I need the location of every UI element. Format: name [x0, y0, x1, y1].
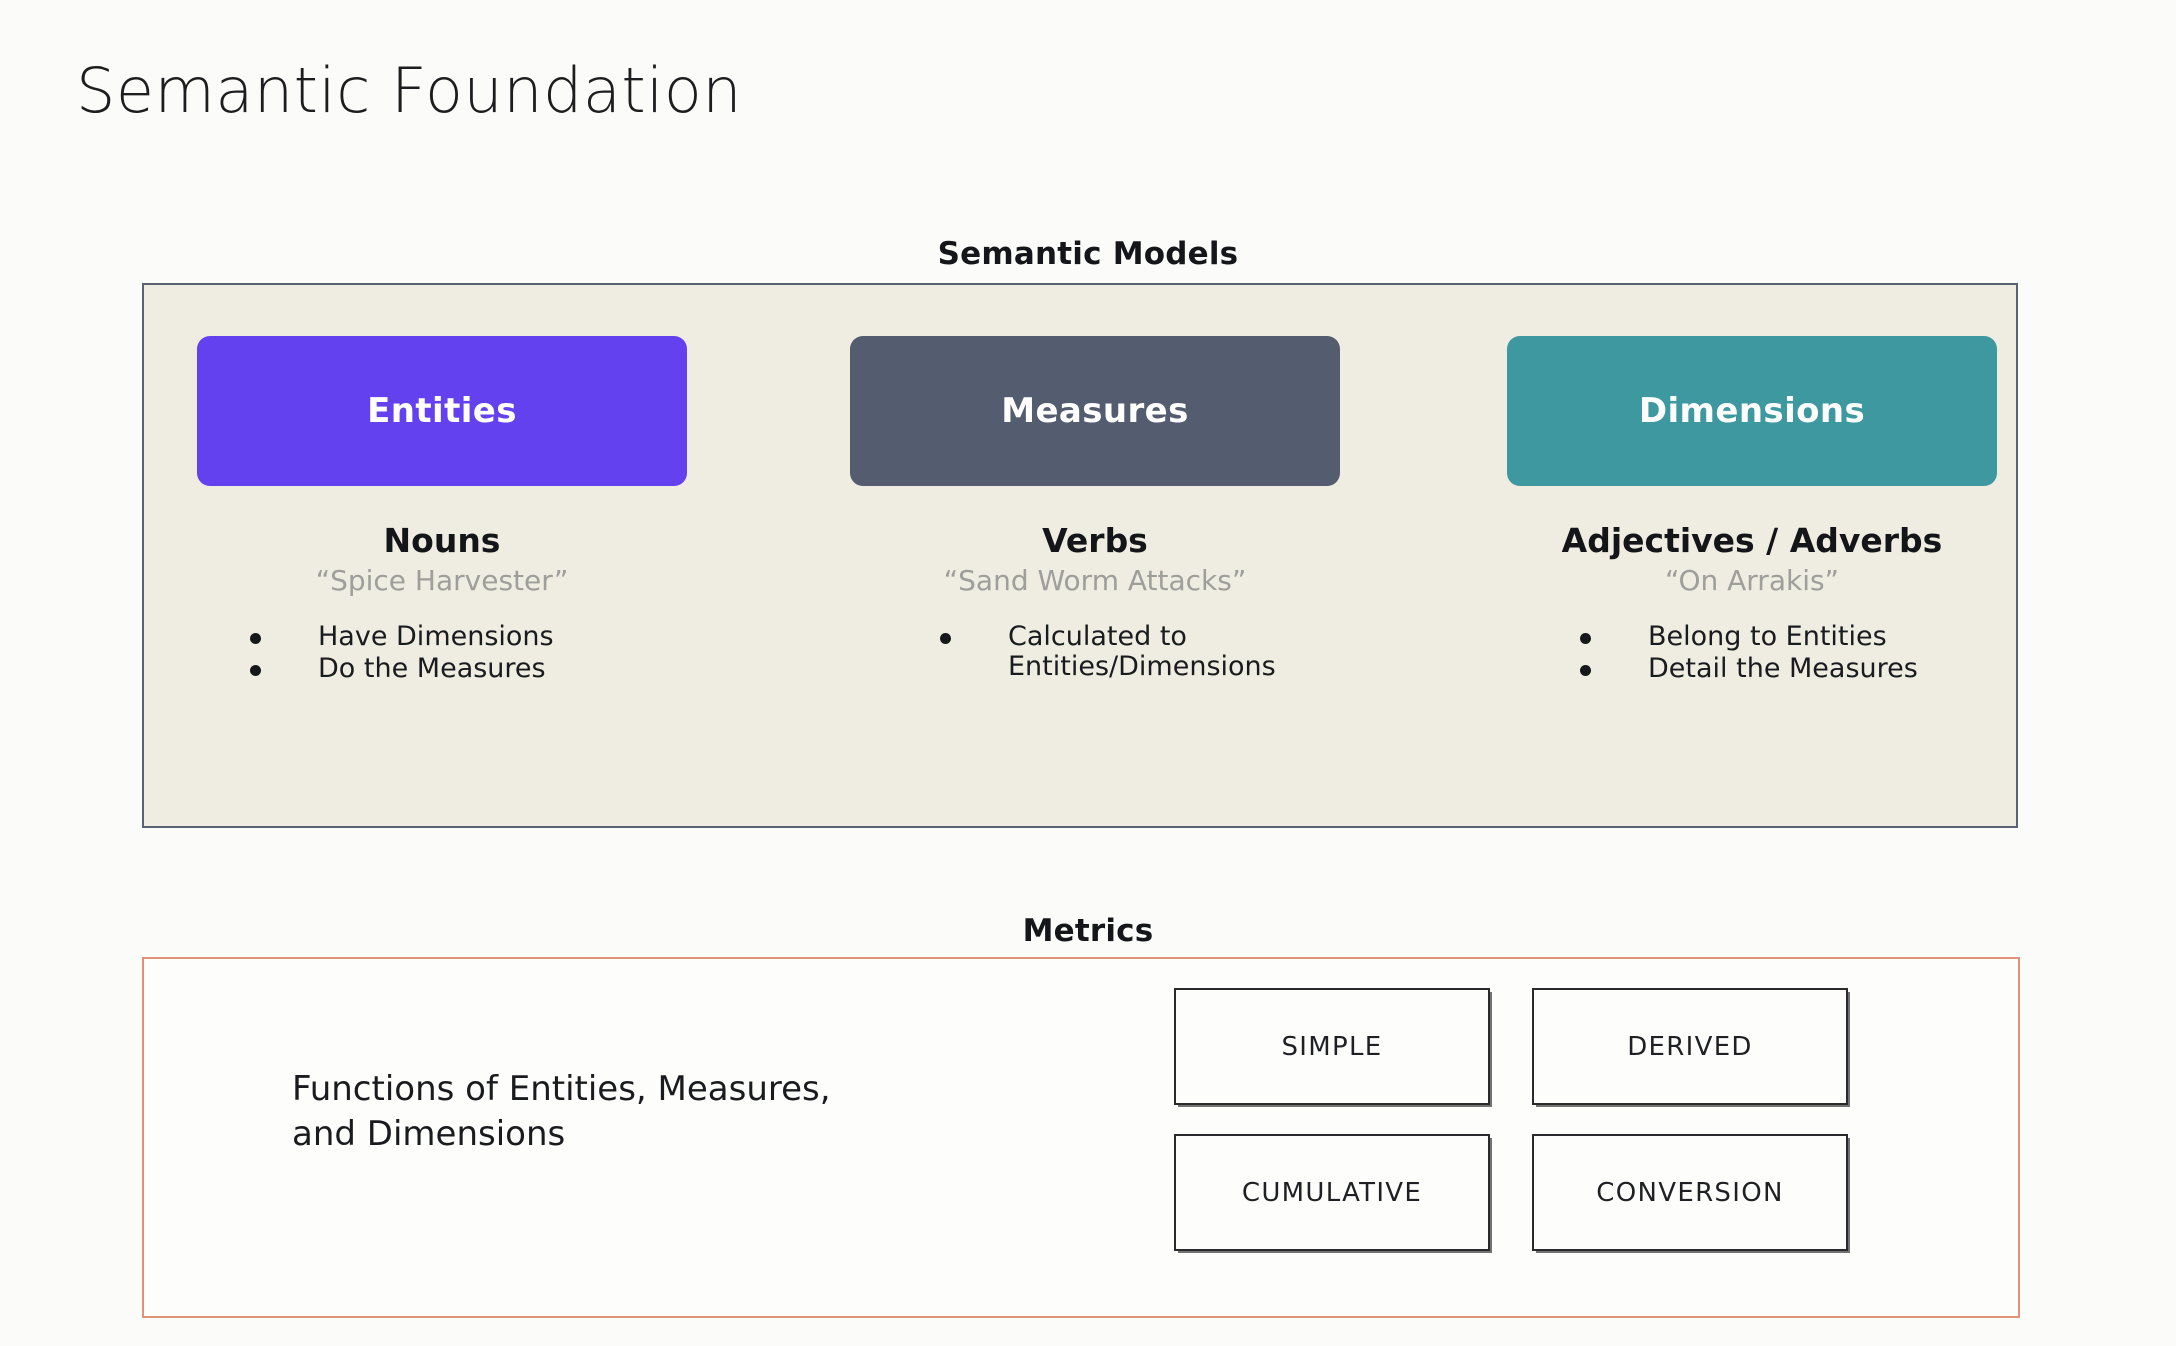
semantic-model-cards: Entities Measures Dimensions [144, 336, 2016, 486]
dimensions-bullet-list: Belong to Entities Detail the Measures [1472, 620, 2032, 685]
dimensions-part-of-speech: Adjectives / Adverbs [1561, 521, 1943, 560]
metric-box-cumulative[interactable]: CUMULATIVE [1174, 1134, 1490, 1251]
list-item: Have Dimensions [250, 620, 722, 653]
dimensions-bullet-0: Belong to Entities [1648, 620, 1887, 652]
metric-box-cumulative-label: CUMULATIVE [1241, 1177, 1423, 1208]
metric-box-derived[interactable]: DERIVED [1532, 988, 1848, 1105]
metrics-heading: Metrics [1022, 913, 1154, 949]
list-item: Belong to Entities [1580, 620, 2032, 653]
metrics-description: Functions of Entities, Measures, and Dim… [292, 1069, 831, 1155]
description-column-dimensions: Adjectives / Adverbs “On Arrakis” Belong… [1472, 521, 2032, 687]
semantic-models-panel: Entities Measures Dimensions Nouns “Spic… [142, 283, 2018, 828]
measures-example: “Sand Worm Attacks” [943, 563, 1247, 597]
bullet-dot-icon [1580, 632, 1591, 644]
dimensions-bullet-1: Detail the Measures [1648, 653, 1918, 685]
measures-bullet-0: Calculated to Entities/Dimensions [1008, 620, 1276, 683]
description-column-measures: Verbs “Sand Worm Attacks” Calculated to … [815, 521, 1375, 685]
entities-example: “Spice Harvester” [315, 563, 569, 597]
metric-box-derived-label: DERIVED [1627, 1031, 1753, 1062]
measures-part-of-speech: Verbs [1042, 521, 1148, 560]
list-item: Calculated to Entities/Dimensions [940, 620, 1375, 683]
page-title: Semantic Foundation [76, 54, 743, 127]
list-item: Detail the Measures [1580, 653, 2032, 685]
entities-part-of-speech: Nouns [383, 521, 501, 560]
semantic-models-heading: Semantic Models [937, 236, 1239, 272]
entities-bullet-1: Do the Measures [318, 653, 546, 685]
description-column-entities: Nouns “Spice Harvester” Have Dimensions … [162, 521, 722, 687]
metric-box-simple-label: SIMPLE [1281, 1031, 1383, 1062]
entities-bullet-list: Have Dimensions Do the Measures [162, 620, 722, 685]
bullet-dot-icon [250, 665, 261, 677]
model-card-dimensions[interactable]: Dimensions [1507, 336, 1997, 486]
dimensions-example: “On Arrakis” [1664, 563, 1840, 597]
list-item: Do the Measures [250, 653, 722, 685]
metric-box-conversion[interactable]: CONVERSION [1532, 1134, 1848, 1251]
bullet-dot-icon [250, 632, 261, 644]
model-card-entities[interactable]: Entities [197, 336, 687, 486]
model-card-dimensions-label: Dimensions [1638, 391, 1866, 431]
model-card-measures-label: Measures [1001, 391, 1189, 431]
model-card-entities-label: Entities [367, 391, 517, 431]
metric-box-conversion-label: CONVERSION [1596, 1177, 1784, 1208]
bullet-dot-icon [940, 632, 951, 644]
model-card-measures[interactable]: Measures [850, 336, 1340, 486]
metrics-panel: Functions of Entities, Measures, and Dim… [142, 957, 2020, 1318]
metric-box-simple[interactable]: SIMPLE [1174, 988, 1490, 1105]
entities-bullet-0: Have Dimensions [318, 620, 554, 652]
bullet-dot-icon [1580, 665, 1591, 677]
measures-bullet-list: Calculated to Entities/Dimensions [815, 620, 1375, 683]
